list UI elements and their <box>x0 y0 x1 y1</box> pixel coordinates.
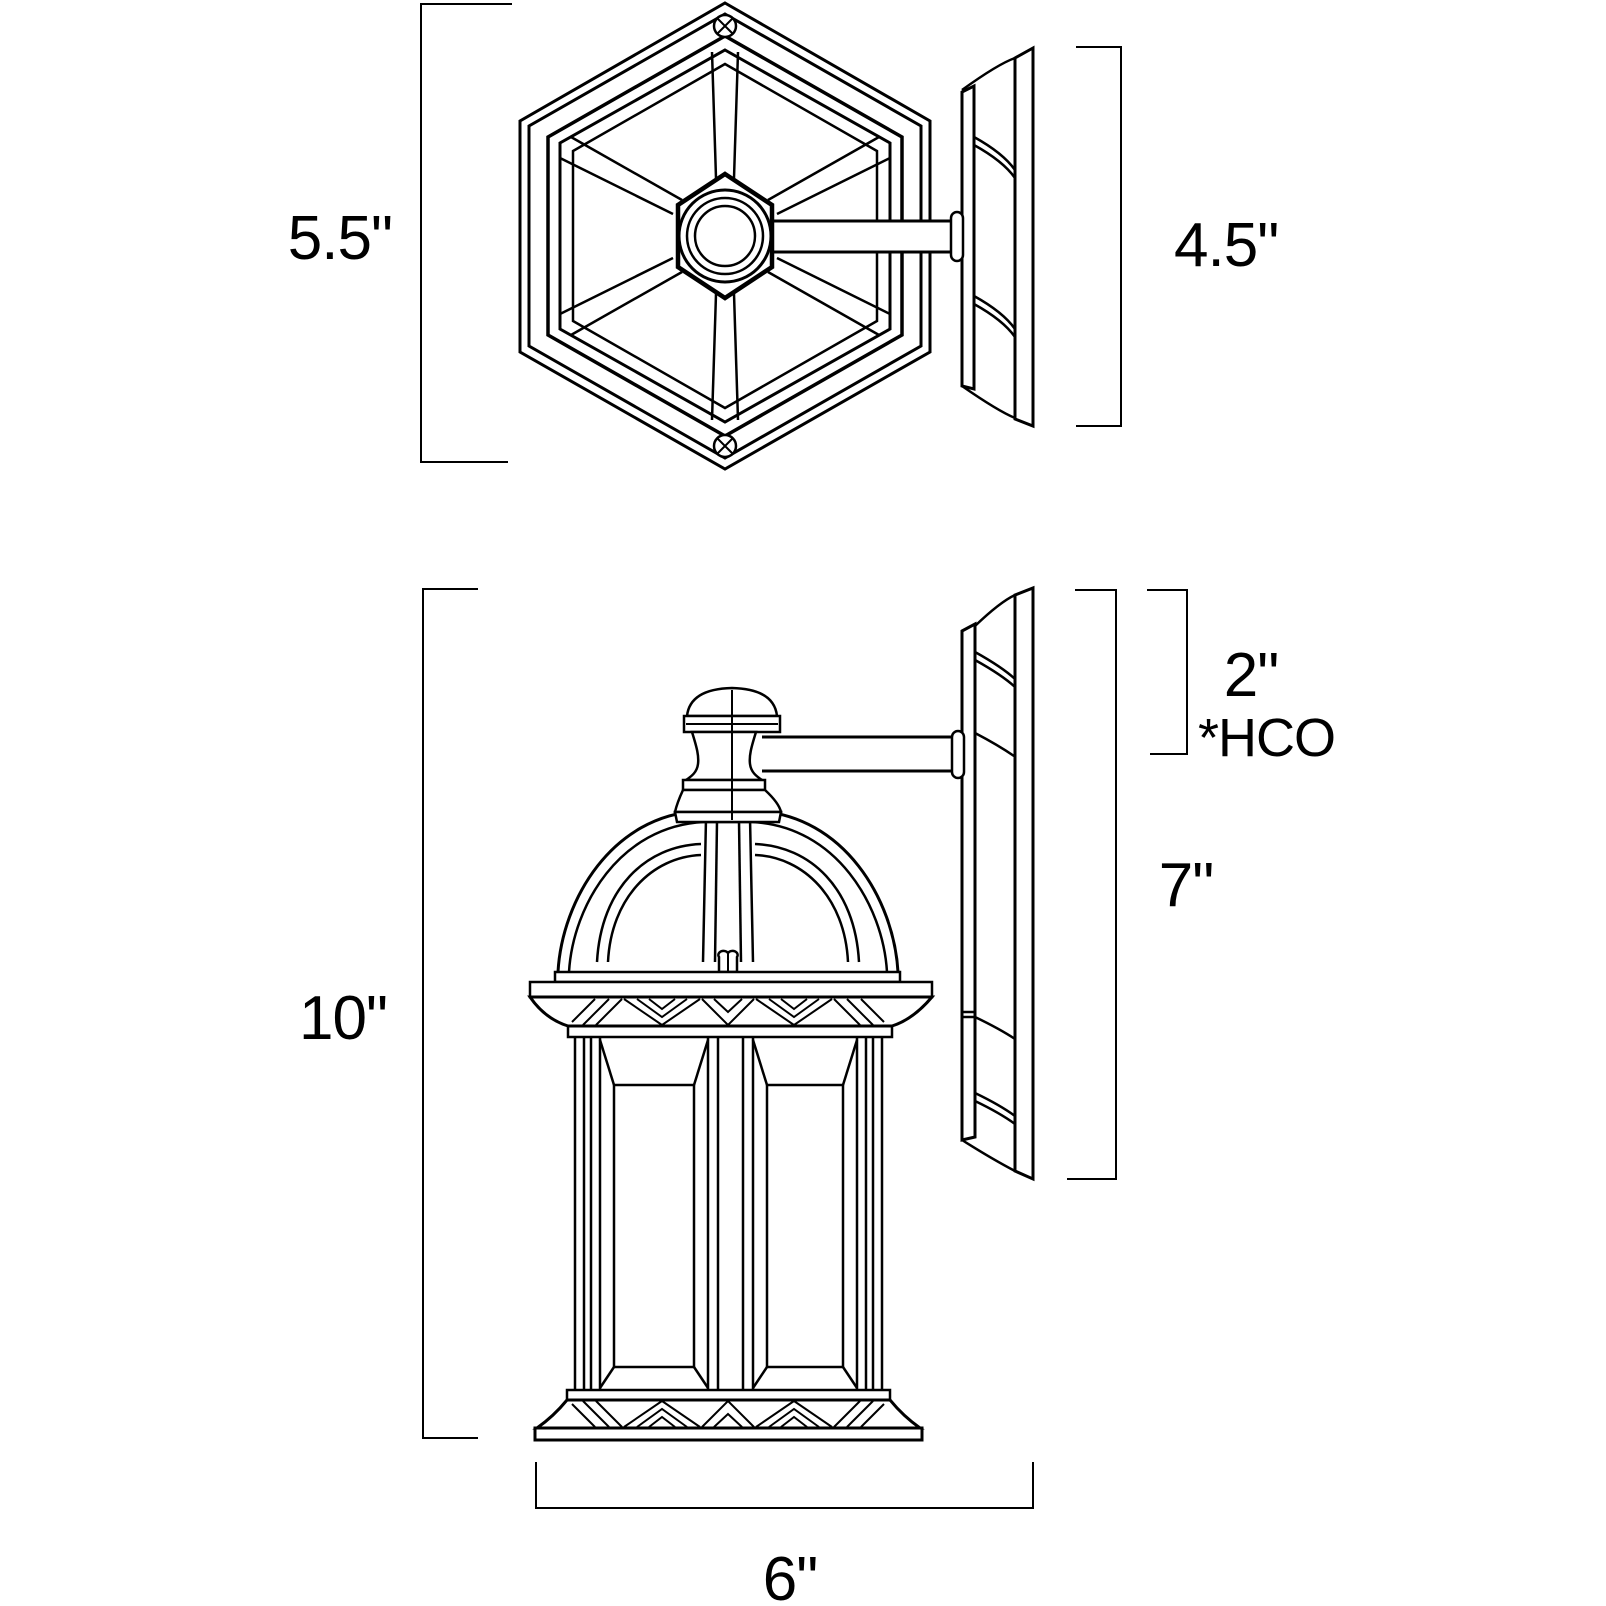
roof-lower-band <box>528 980 934 999</box>
front-view: 10" 2" *HCO 7" 6" <box>299 585 1336 1606</box>
mounting-arm-front <box>762 729 966 780</box>
dim-backplate-height: 7" <box>1067 589 1214 1180</box>
screw-bottom-icon <box>712 433 738 459</box>
hexagon-spokes <box>559 51 891 421</box>
dim-label-6: 6" <box>763 1545 818 1606</box>
roof-latch <box>717 949 739 974</box>
dim-front-width: 6" <box>535 1462 1034 1606</box>
top-view: 5.5" 4.5" <box>288 1 1279 471</box>
dim-bracket-6 <box>535 1462 1034 1509</box>
dim-bracket-4-5 <box>1076 46 1122 427</box>
dim-label-10: 10" <box>299 984 387 1053</box>
center-hub <box>675 171 775 301</box>
dim-bracket-10 <box>422 588 478 1439</box>
arm-boss-front <box>950 729 966 780</box>
dim-outlet-height: 2" *HCO <box>1147 589 1336 768</box>
roof-base-band <box>553 970 902 984</box>
screw-top-icon <box>712 13 738 39</box>
wall-plate-side-top <box>949 45 1035 429</box>
body-panel-left <box>598 1039 710 1389</box>
dim-top-height: 5.5" <box>288 3 512 463</box>
dim-label-4-5: 4.5" <box>1174 211 1278 280</box>
body-stiles <box>573 1037 884 1390</box>
dim-bracket-5-5 <box>420 3 512 463</box>
dim-bracket-2 <box>1147 589 1188 755</box>
dim-note-hco: *HCO <box>1198 708 1335 768</box>
lantern-finial <box>673 686 783 824</box>
base-plinth <box>533 1426 924 1442</box>
mounting-arm-top <box>772 219 952 254</box>
lantern-roof <box>528 809 934 999</box>
dim-bracket-7 <box>1067 589 1117 1180</box>
dim-label-5-5: 5.5" <box>288 204 392 273</box>
body-panel-right <box>751 1039 859 1389</box>
dim-label-7: 7" <box>1159 851 1214 920</box>
dim-top-depth: 4.5" <box>1076 46 1279 427</box>
lantern-body <box>565 1037 892 1402</box>
base-molding <box>532 1398 925 1442</box>
wall-plate-side-front <box>960 585 1035 1182</box>
arm-boss-top <box>949 210 965 263</box>
dim-front-height: 10" <box>299 588 478 1439</box>
dim-label-2: 2" <box>1224 641 1279 710</box>
crown-molding <box>527 995 936 1039</box>
